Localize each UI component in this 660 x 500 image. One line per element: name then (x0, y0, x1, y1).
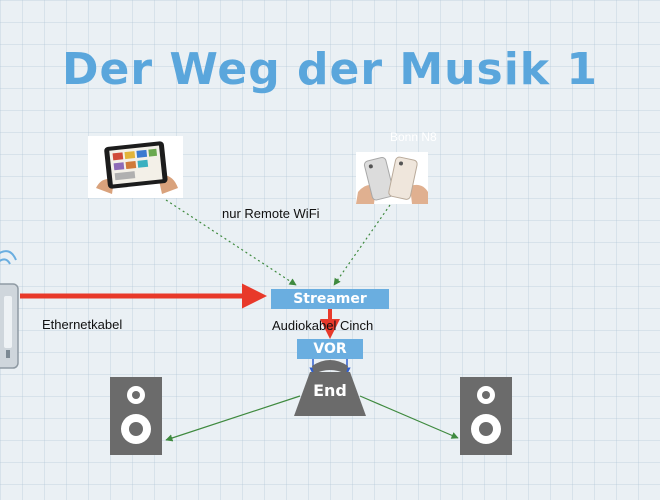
ethernet-cable-label: Ethernetkabel (42, 317, 123, 332)
phones-photo-label: Bonn N8 (390, 130, 437, 144)
left-speaker-icon (110, 377, 162, 455)
wifi-router-icon (0, 250, 19, 369)
preamp-block: VOR (297, 339, 363, 359)
phone-remote-arrow (333, 204, 391, 286)
slide-title: Der Weg der Musik 1 (62, 44, 598, 95)
smartphones-photo (356, 152, 428, 204)
right-speaker-icon (460, 377, 512, 455)
amplifier-weight-shape (294, 360, 366, 416)
tablet-remote-arrow (165, 199, 297, 286)
end-to-left-speaker-arrow (165, 395, 301, 442)
remote-wifi-label: nur Remote WiFi (222, 206, 320, 221)
audio-cable-label: Audiokabel Cinch (272, 318, 374, 333)
tablet-photo (88, 136, 183, 198)
power-amp-label: End (313, 381, 347, 400)
streamer-block: Streamer (271, 289, 389, 309)
end-to-right-speaker-arrow (359, 395, 459, 439)
